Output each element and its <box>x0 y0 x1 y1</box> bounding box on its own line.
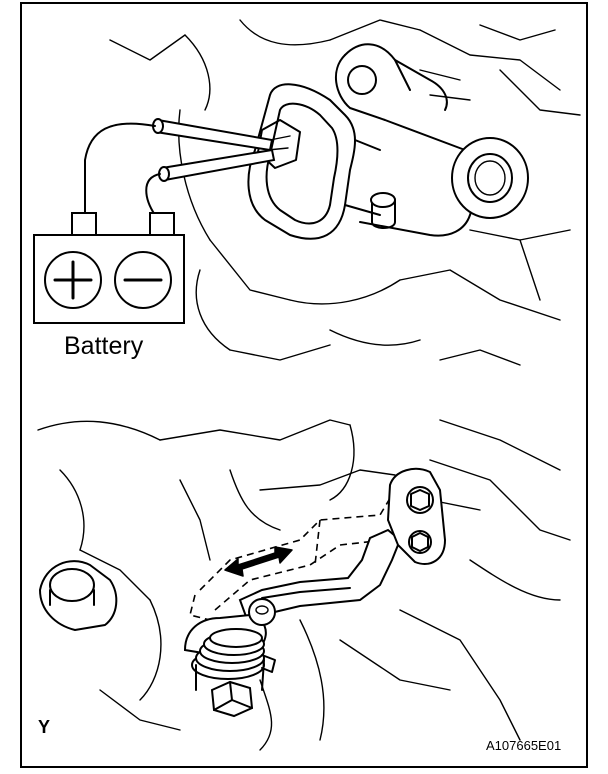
mounting-hole-upper <box>347 65 377 95</box>
lower-boss <box>39 560 118 631</box>
probe-positive <box>154 118 274 152</box>
right-bracket <box>386 467 447 565</box>
wire-positive <box>84 122 156 216</box>
view-label: Y <box>38 717 50 737</box>
figure-code: A107665E01 <box>486 738 561 753</box>
lever-assembly <box>183 598 276 718</box>
negative-post <box>149 212 175 236</box>
battery-wires <box>84 122 161 216</box>
wire-negative <box>145 173 161 216</box>
return-spring <box>191 628 265 691</box>
top-view: Battery <box>33 19 581 366</box>
test-probes <box>152 118 276 182</box>
diagram-frame <box>20 2 588 768</box>
battery-label: Battery <box>64 332 144 360</box>
lever-pivot-pin <box>248 598 276 626</box>
positive-post <box>71 212 97 236</box>
actuator-body <box>247 43 529 240</box>
bottom-view: Y A107665E01 <box>37 419 571 753</box>
actuator-post <box>370 192 396 208</box>
battery <box>33 212 185 324</box>
probe-negative <box>160 148 276 182</box>
link-alternate-position <box>189 489 396 621</box>
engine-background-lines <box>109 19 581 366</box>
movement-arrow <box>224 546 293 577</box>
